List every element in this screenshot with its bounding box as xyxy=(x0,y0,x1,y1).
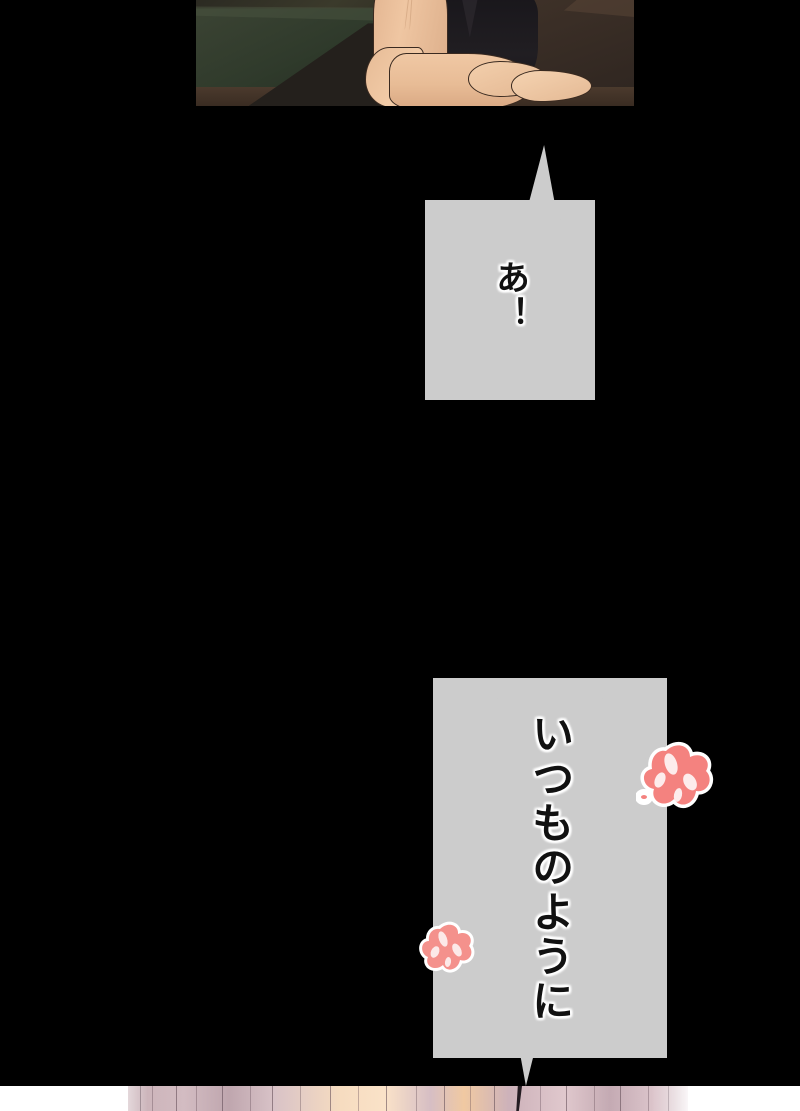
hair-strand-line xyxy=(300,1086,301,1111)
black-garment-fold xyxy=(458,0,481,38)
hair-strand-line xyxy=(222,1086,224,1111)
hair-strand-line xyxy=(444,1086,446,1111)
speech-bubble-upper-text: あ！ xyxy=(489,260,530,333)
hair-strand-line xyxy=(152,1086,153,1111)
flower-decoration-small xyxy=(419,919,475,977)
hair-strand-line xyxy=(540,1086,541,1111)
hair-strand-line xyxy=(250,1086,251,1111)
hair-strand-line xyxy=(416,1086,417,1111)
hair-fade-left xyxy=(108,1086,148,1111)
illustration-panel-feet xyxy=(196,0,634,106)
flower-icon xyxy=(635,741,714,809)
hair-strand-line xyxy=(196,1086,197,1111)
hair-strand-line xyxy=(594,1086,595,1111)
leg-tendon-line xyxy=(408,0,414,31)
toe-shape xyxy=(511,69,593,102)
speech-bubble-lower-text: いつものように xyxy=(525,712,575,1024)
speech-bubble-lower: いつものように xyxy=(433,678,667,1086)
hair-strand-line xyxy=(176,1086,178,1111)
speech-bubble-body xyxy=(433,678,667,1058)
hair-strand-line xyxy=(494,1086,496,1111)
hair-strip xyxy=(0,1086,800,1111)
hair-strand-line xyxy=(470,1086,471,1111)
flower-icon xyxy=(419,921,475,973)
speech-bubble-tail-tip xyxy=(516,1086,522,1111)
speech-bubble-body xyxy=(425,200,595,400)
hair-strand-line xyxy=(566,1086,568,1111)
hair-strand-line xyxy=(648,1086,649,1111)
hair-strand-line xyxy=(620,1086,622,1111)
flower-decoration-large xyxy=(635,737,714,819)
hair-strand-line xyxy=(272,1086,274,1111)
hair-fade-right xyxy=(652,1086,692,1111)
hair-mass xyxy=(128,1086,688,1111)
hair-strand-line xyxy=(358,1086,359,1111)
speech-bubble-upper: あ！ xyxy=(425,145,595,400)
hair-strand-line xyxy=(330,1086,332,1111)
hair-strand-line xyxy=(386,1086,388,1111)
